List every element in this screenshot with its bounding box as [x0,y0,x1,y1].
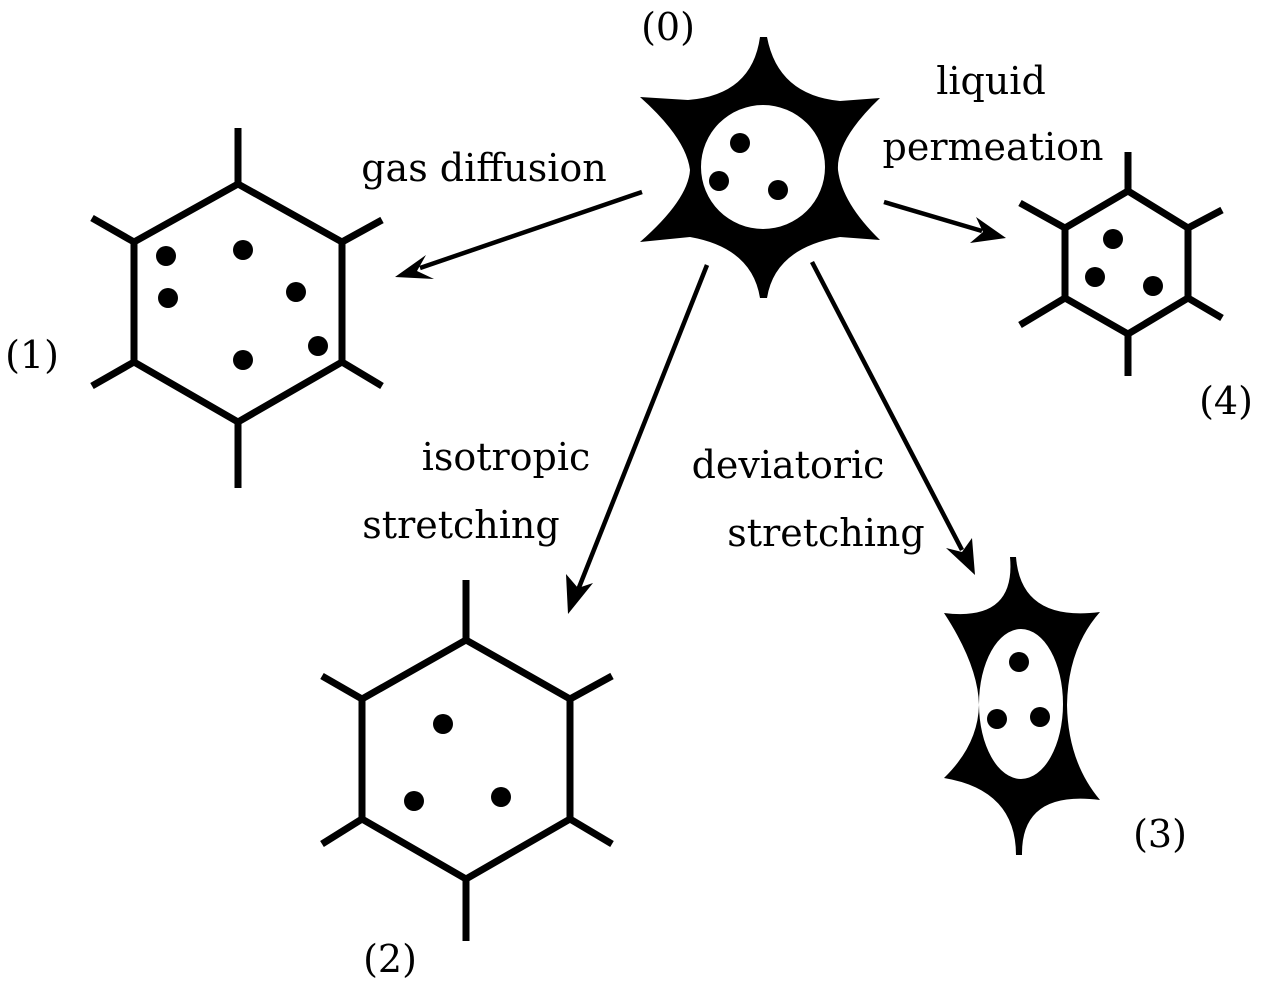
cell-wall-stub [1186,206,1224,232]
process-label-permeation: permeation [883,125,1104,169]
gas-molecule [233,240,253,260]
hexagon-outline [358,635,574,884]
gas-molecule [286,282,306,302]
gas-molecule [1103,229,1123,249]
bubble-interior [701,105,825,229]
cell-wall-stub [568,815,614,848]
state-label-0: (0) [641,5,695,49]
cell-wall-stub [320,816,364,847]
arrow-shaft [575,264,710,591]
process-label-gas-diffusion: gas diffusion [361,146,607,190]
arrow-liquid-permeation [883,199,1006,243]
cell-0-wet [640,37,880,298]
cell-wall-stub [1018,294,1067,329]
arrow-shaft [810,260,964,552]
gas-molecule [308,336,328,356]
arrowhead-icon [395,255,434,279]
cell-wall-stub [90,358,136,390]
cell-wall-stub [90,214,136,246]
state-label-3: (3) [1133,812,1187,856]
gas-molecule [433,714,453,734]
cell-wall-stub [568,672,614,703]
gas-molecule [158,288,178,308]
gas-molecule [491,787,511,807]
gas-molecule [768,180,788,200]
state-label-2: (2) [363,937,417,981]
process-label-liquid: liquid [936,59,1046,103]
gas-molecule [1030,707,1050,727]
arrow-isotropic-stretching [566,264,710,614]
hexagon-outline [1061,186,1192,339]
gas-molecule [987,709,1007,729]
cell-wall-stub [340,216,384,246]
process-label-stretching-iso: stretching [362,503,559,547]
cell-wall-stub [1018,199,1067,232]
gas-molecule [1085,267,1105,287]
process-label-isotropic: isotropic [422,435,591,479]
process-label-deviatoric: deviatoric [692,443,885,487]
cell-3-stretched [944,557,1100,855]
cell-2-hexagon [320,580,614,941]
cell-4-hexagon [1018,152,1224,376]
gas-molecule [709,171,729,191]
cell-1-hexagon [90,128,384,488]
arrowhead-icon [946,538,975,575]
state-label-1: (1) [5,333,59,377]
gas-molecule [404,791,424,811]
cell-wall-stub [320,672,364,703]
gas-molecule [233,350,253,370]
arrow-deviatoric-stretching [810,260,975,575]
arrow-shaft [883,199,983,234]
gas-molecule [156,246,176,266]
gas-molecule [1009,652,1029,672]
arrow-shaft [419,189,643,271]
process-label-stretching-dev: stretching [727,511,924,555]
gas-molecule [730,133,750,153]
arrow-gas-diffusion [395,189,643,279]
arrowhead-icon [970,217,1006,243]
arrowhead-icon [566,574,593,614]
cell-wall-stub [340,358,384,390]
bubble-interior [979,629,1063,779]
gas-molecule [1143,276,1163,296]
state-label-4: (4) [1199,379,1253,423]
cell-wall-stub [1186,294,1224,322]
